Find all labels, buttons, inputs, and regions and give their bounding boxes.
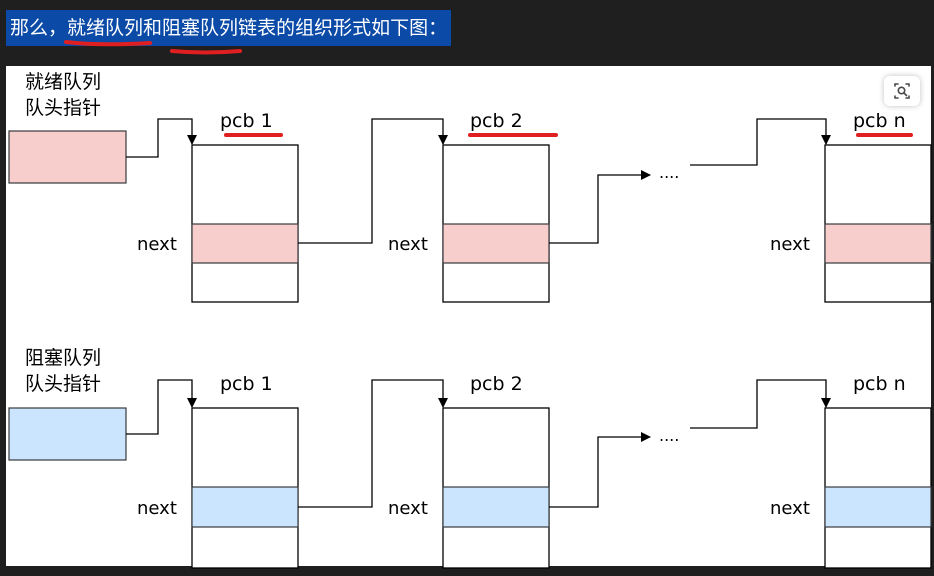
blocked-head-to-pcb1-arrow [126,379,197,435]
ready-pcb1-next-field [191,223,299,264]
blocked-pcb2-next-label: next [388,498,428,519]
blocked-pcb2-label: pcb 2 [470,373,523,395]
term-blocked-queue: 阻塞队列 [162,17,239,39]
ready-pcbn-next-field [824,223,932,264]
sentence-conj: 和 [143,17,163,39]
ready-pcb1-next-label: next [137,234,177,255]
ready-ellipsis: .... [659,163,680,182]
blocked-pcbn-label: pcb n [853,373,906,395]
underline-blocked-queue [170,49,242,55]
ready-head-to-pcb1-arrow [126,118,197,158]
sentence-prefix: 那么， [10,17,68,39]
ready-pcb2-next-field [442,223,550,264]
ready-pcbn-label: pcb n [853,110,906,132]
ready-pcb1-label: pcb 1 [220,110,273,132]
blocked-pcb1-label: pcb 1 [220,373,273,395]
blocked-pcbn-next-label: next [770,498,810,519]
blocked-pcb1-next-field [191,486,299,528]
underline-ready-queue [64,40,152,47]
blocked-pcb1-next-label: next [137,498,177,519]
ready-head-label-line2: 队头指针 [25,97,102,119]
blocked-head-label-line1: 阻塞队列 [25,347,102,369]
blocked-ellipsis-to-pcbn-arrow [690,379,831,429]
ready-pcbn-next-label: next [770,234,810,255]
blocked-ellipsis: .... [659,426,680,445]
blocked-pcb1-to-pcb2-arrow [298,379,448,508]
blocked-pcbn-next-field [824,486,932,528]
ready-pcb2-to-ellipsis-arrow [549,170,651,244]
sentence-suffix: 链表的组织形式如下图： [238,17,448,39]
scan-icon [894,83,910,99]
ready-pcb2-label: pcb 2 [470,110,523,132]
intro-sentence: 那么，就绪队列和阻塞队列链表的组织形式如下图： [6,10,452,46]
blocked-pcb2-next-field [442,486,550,528]
ready-ellipsis-to-pcbn-arrow [690,118,831,166]
term-ready-queue: 就绪队列 [67,17,144,39]
ready-head-label-line1: 就绪队列 [25,71,102,93]
blocked-head-pointer-box [8,407,127,461]
ready-pcb2-next-label: next [388,234,428,255]
image-scan-button[interactable] [884,76,920,106]
blocked-head-label-line2: 队头指针 [25,373,102,395]
ready-head-pointer-box [8,130,127,184]
blocked-pcb2-to-ellipsis-arrow [549,432,651,508]
ready-pcb1-to-pcb2-arrow [298,118,448,244]
